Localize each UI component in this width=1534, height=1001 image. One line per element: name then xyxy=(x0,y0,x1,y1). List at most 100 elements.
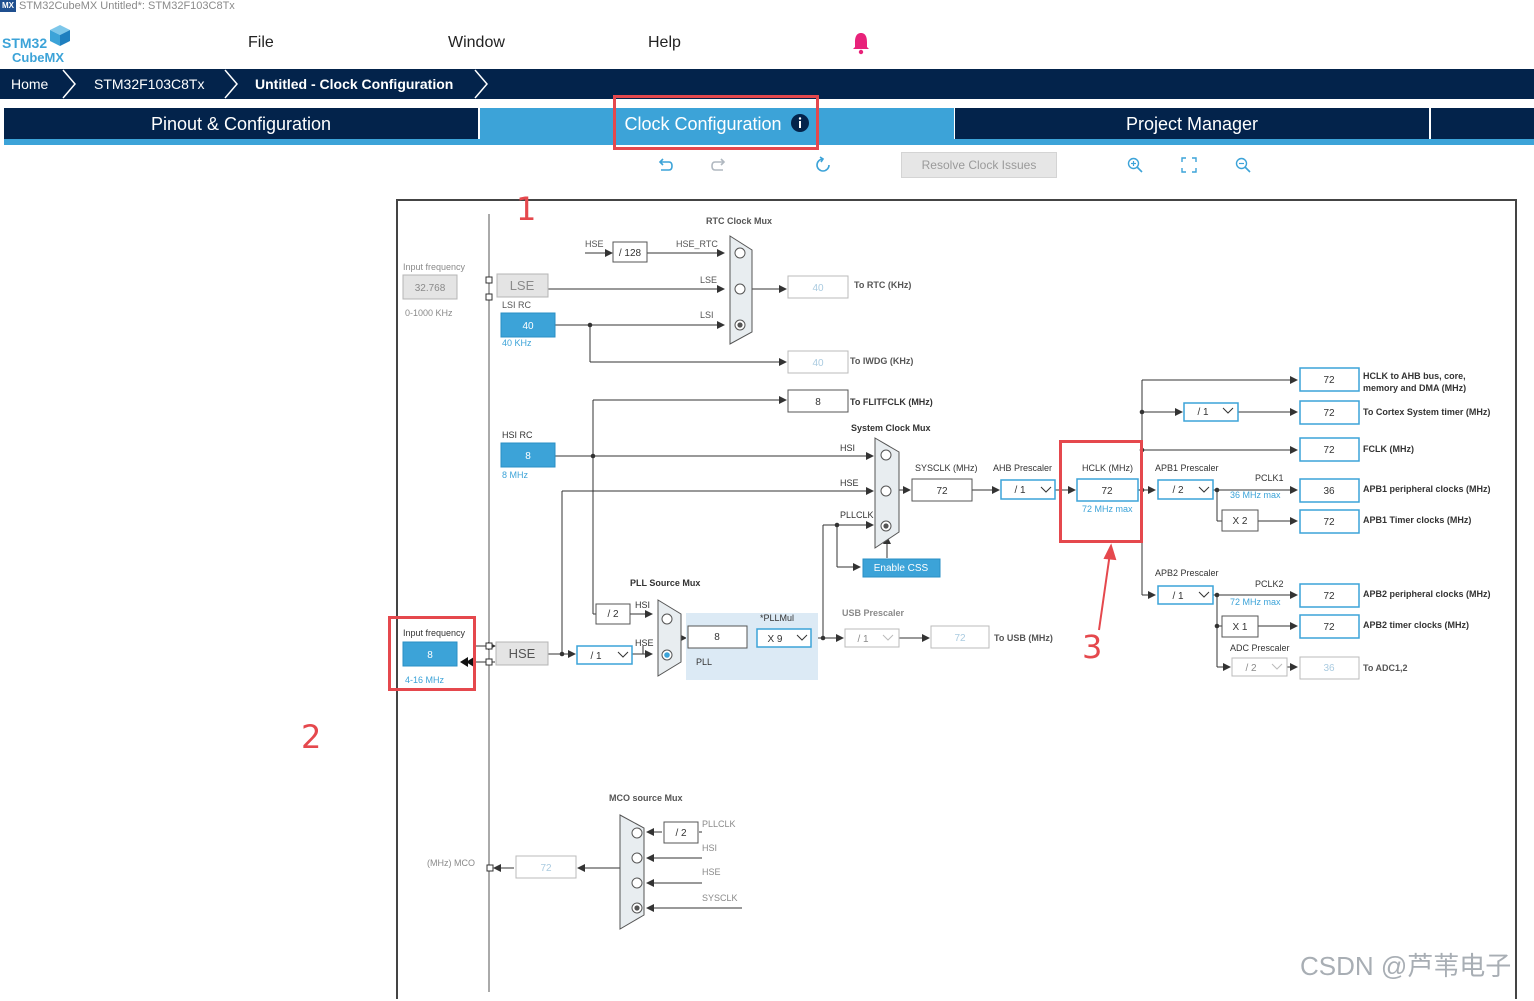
lse-range-label: 0-1000 KHz xyxy=(405,308,453,318)
sys-hsi-label: HSI xyxy=(840,443,855,453)
annotation-box-hse-input xyxy=(388,616,476,691)
zoom-out-icon[interactable] xyxy=(1234,156,1252,174)
adc-desc: To ADC1,2 xyxy=(1363,663,1408,673)
breadcrumb-chevron-icon xyxy=(474,69,488,99)
pll-label: PLL xyxy=(696,657,712,667)
logo-line2: CubeMX xyxy=(12,50,64,65)
annotation-box-clock-tab xyxy=(613,95,819,150)
apb1-peripheral-value: 36 xyxy=(1323,486,1335,497)
pll-hse-label: HSE xyxy=(635,638,654,648)
breadcrumb: Home STM32F103C8Tx Untitled - Clock Conf… xyxy=(0,69,1534,99)
usb-output-value: 72 xyxy=(954,633,966,644)
annotation-number-1: 1 xyxy=(516,190,537,228)
notification-bell-icon[interactable] xyxy=(851,31,871,55)
apb2-periph-desc: APB2 peripheral clocks (MHz) xyxy=(1363,589,1491,599)
fclk-desc: FCLK (MHz) xyxy=(1363,444,1414,454)
rtc-lsi-label: LSI xyxy=(700,310,714,320)
logo-line1: STM32 xyxy=(2,35,47,51)
rtc-mux-label: RTC Clock Mux xyxy=(706,216,772,226)
to-usb-label: To USB (MHz) xyxy=(994,633,1053,643)
mco-source-mux-label: MCO source Mux xyxy=(609,793,683,803)
hclk-max-label: 72 MHz max xyxy=(1082,504,1133,514)
hse-rtc-label: HSE_RTC xyxy=(676,239,718,249)
hse-input-frequency-label: Input frequency xyxy=(403,628,466,638)
breadcrumb-chevron-icon xyxy=(224,69,238,99)
hclk-output-value: 72 xyxy=(1323,375,1335,386)
menu-help[interactable]: Help xyxy=(648,34,681,51)
annotation-number-2: 2 xyxy=(301,718,322,756)
lse-input-frequency-label: Input frequency xyxy=(403,262,466,272)
mco-sysclk-label: SYSCLK xyxy=(702,893,738,903)
adc-output-value: 36 xyxy=(1323,663,1335,674)
lsi-unit-label: 40 KHz xyxy=(502,338,532,348)
clock-tree-diagram: RTC Clock Mux HSE HSE_RTC Input frequenc… xyxy=(396,199,1517,999)
tab-pinout[interactable]: Pinout & Configuration xyxy=(4,108,478,139)
ahb-prescaler-value[interactable]: / 1 xyxy=(1014,485,1026,496)
pll-input-value: 8 xyxy=(714,632,720,643)
hclk-label: HCLK (MHz) xyxy=(1082,463,1133,473)
cortex-divider-value[interactable]: / 1 xyxy=(1197,407,1209,418)
rtc-hse-label: HSE xyxy=(585,239,604,249)
menu-window[interactable]: Window xyxy=(448,34,505,51)
pll-div2-block: / 2 xyxy=(607,609,619,620)
usb-prescaler-value[interactable]: / 1 xyxy=(857,634,869,645)
app-badge: MX xyxy=(0,0,16,12)
undo-icon[interactable] xyxy=(656,156,674,174)
tab-extra xyxy=(1431,108,1534,139)
redo-icon[interactable] xyxy=(710,156,728,174)
apb1-timer-desc: APB1 Timer clocks (MHz) xyxy=(1363,515,1471,525)
mco-hse-label: HSE xyxy=(702,867,721,877)
pll-hsi-label: HSI xyxy=(635,600,650,610)
hse-range-label: 4-16 MHz xyxy=(405,675,445,685)
tab-clock-configuration[interactable]: Clock Configuration xyxy=(480,108,954,139)
apb1-max-label: 36 MHz max xyxy=(1230,490,1281,500)
tab-clock-label: Clock Configuration xyxy=(624,114,782,134)
lse-frequency-value[interactable]: 32.768 xyxy=(415,283,446,294)
reset-icon[interactable] xyxy=(814,156,832,174)
breadcrumb-home[interactable]: Home xyxy=(11,76,49,92)
apb2-prescaler-label: APB2 Prescaler xyxy=(1155,568,1219,578)
apb1-timer-value: 72 xyxy=(1323,517,1335,528)
adc-prescaler-label: ADC Prescaler xyxy=(1230,643,1290,653)
apb2-prescaler-value[interactable]: / 1 xyxy=(1172,591,1184,602)
fit-screen-icon[interactable] xyxy=(1180,156,1198,174)
apb1-periph-desc: APB1 peripheral clocks (MHz) xyxy=(1363,484,1491,494)
info-icon[interactable] xyxy=(790,113,810,133)
apb1-prescaler-label: APB1 Prescaler xyxy=(1155,463,1219,473)
apb2-timer-multiplier: X 1 xyxy=(1232,622,1247,633)
breadcrumb-mcu[interactable]: STM32F103C8Tx xyxy=(94,76,205,92)
mco-pllclk-label: PLLCLK xyxy=(702,819,736,829)
flitfclk-value: 8 xyxy=(815,397,821,408)
zoom-in-icon[interactable] xyxy=(1126,156,1144,174)
hsi-rc-label: HSI RC xyxy=(502,430,533,440)
pllmul-label: *PLLMul xyxy=(760,613,794,623)
menu-file[interactable]: File xyxy=(248,34,274,51)
breadcrumb-current: Untitled - Clock Configuration xyxy=(255,76,454,92)
sysclk-label: SYSCLK (MHz) xyxy=(915,463,978,473)
hclk-desc-line2: memory and DMA (MHz) xyxy=(1363,383,1466,393)
sysclk-value[interactable]: 72 xyxy=(936,486,948,497)
pclk2-label: PCLK2 xyxy=(1255,579,1284,589)
hsi-value: 8 xyxy=(525,451,531,462)
sys-hse-label: HSE xyxy=(840,478,859,488)
apb1-prescaler-value[interactable]: / 2 xyxy=(1172,485,1184,496)
tab-project-manager[interactable]: Project Manager xyxy=(955,108,1429,139)
rtc-output-value: 40 xyxy=(812,283,824,294)
pllmul-value[interactable]: X 9 xyxy=(767,634,782,645)
enable-css-button[interactable]: Enable CSS xyxy=(874,563,929,574)
hse-prediv-value[interactable]: / 1 xyxy=(590,651,602,662)
apb2-max-label: 72 MHz max xyxy=(1230,597,1281,607)
mco-output-label: (MHz) MCO xyxy=(427,858,475,868)
stm32cubemx-logo: STM32 CubeMX xyxy=(2,25,70,65)
hse-block: HSE xyxy=(509,646,536,661)
adc-prescaler-value[interactable]: / 2 xyxy=(1245,663,1257,674)
lse-block: LSE xyxy=(510,278,535,293)
rtc-lse-label: LSE xyxy=(700,275,717,285)
mco-hsi-label: HSI xyxy=(702,843,717,853)
resolve-clock-issues-button[interactable]: Resolve Clock Issues xyxy=(901,152,1057,178)
hclk-value[interactable]: 72 xyxy=(1101,486,1113,497)
hse-frequency-input[interactable]: 8 xyxy=(427,650,433,661)
annotation-box-hclk xyxy=(1059,440,1143,543)
ahb-prescaler-label: AHB Prescaler xyxy=(993,463,1052,473)
